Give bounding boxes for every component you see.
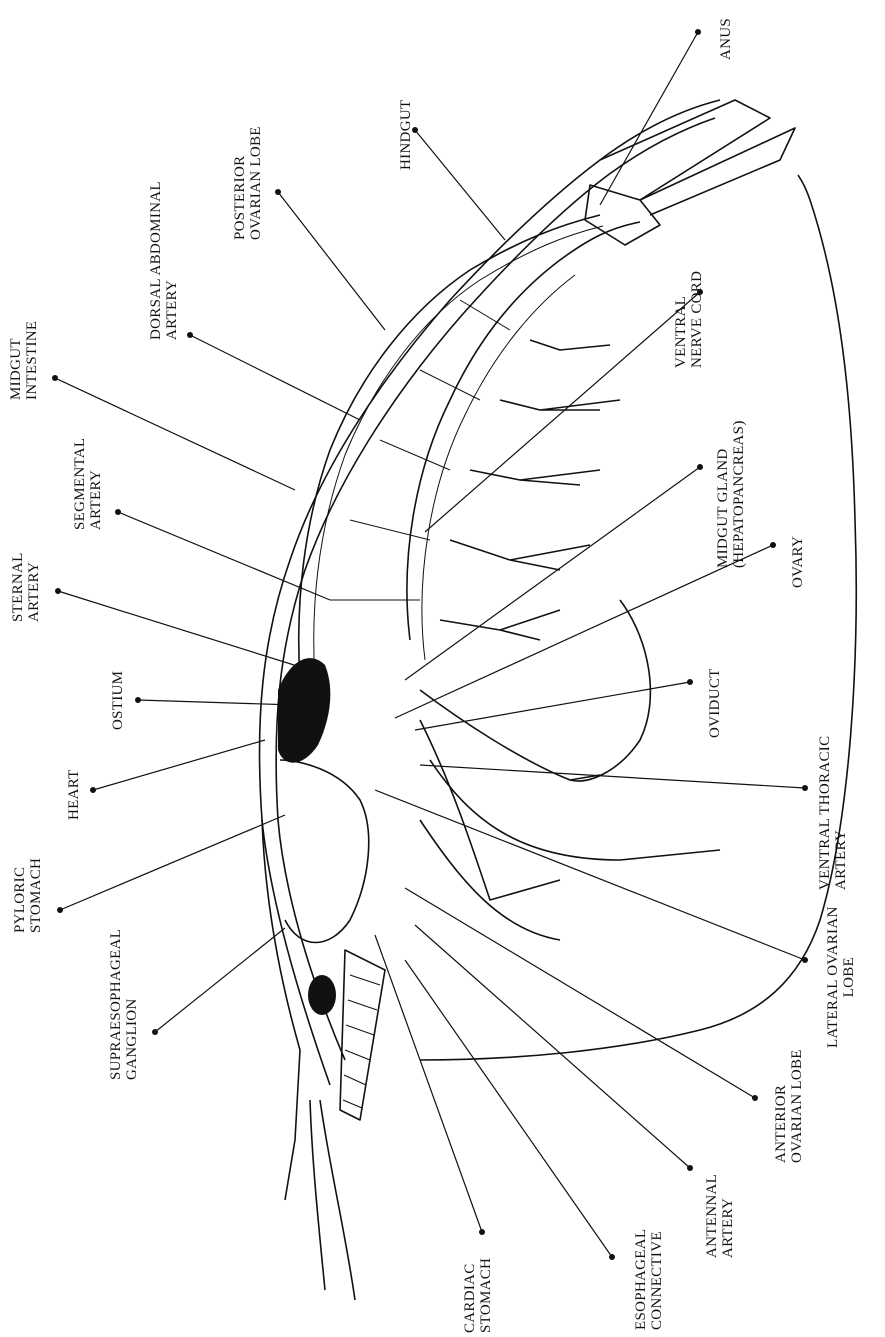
leader-ventral-thoracic-artery	[420, 765, 805, 788]
label-hindgut-line1: HINDGUT	[398, 100, 414, 170]
leader-dot-anus	[695, 29, 701, 35]
label-midgut-gland-line1: MIDGUT GLAND	[715, 420, 731, 568]
leader-dot-dorsal-abdominal-artery	[187, 332, 193, 338]
leader-dot-lateral-ovarian-lobe	[802, 957, 808, 963]
label-posterior-ovarian-lobe-line1: POSTERIOR	[232, 126, 248, 240]
leader-supraesophageal-ganglion	[155, 928, 285, 1032]
leader-ventral-nerve-cord	[425, 292, 700, 532]
leader-ostium	[138, 700, 295, 705]
leader-dot-ostium	[135, 697, 141, 703]
leader-dot-cardiac-stomach	[479, 1229, 485, 1235]
label-dorsal-abdominal-artery-line1: DORSAL ABDOMINAL	[148, 181, 164, 340]
leader-anus	[600, 32, 698, 205]
label-lateral-ovarian-lobe-line1: LATERAL OVARIAN	[825, 906, 841, 1048]
label-midgut-intestine-line1: MIDGUT	[8, 321, 24, 400]
label-midgut-gland-line2: (HEPATOPANCREAS)	[731, 420, 747, 568]
leader-dot-oviduct	[687, 679, 693, 685]
leader-dot-heart	[90, 787, 96, 793]
label-supraesophageal-ganglion: SUPRAESOPHAGEAL GANGLION	[108, 929, 140, 1080]
label-midgut-gland: MIDGUT GLAND (HEPATOPANCREAS)	[715, 420, 747, 568]
leader-dot-supraesophageal-ganglion	[152, 1029, 158, 1035]
label-dorsal-abdominal-artery: DORSAL ABDOMINAL ARTERY	[148, 181, 180, 340]
label-dorsal-abdominal-artery-line2: ARTERY	[164, 181, 180, 340]
label-segmental-artery-line2: ARTERY	[88, 438, 104, 530]
label-anterior-ovarian-lobe: ANTERIOR OVARIAN LOBE	[773, 1049, 805, 1163]
label-cardiac-stomach-line2: STOMACH	[478, 1258, 494, 1333]
label-ostium-line1: OSTIUM	[110, 671, 126, 730]
leader-midgut-gland	[405, 467, 700, 680]
label-lateral-ovarian-lobe-line2: LOBE	[841, 906, 857, 1048]
leader-hindgut	[415, 130, 505, 240]
label-segmental-artery-line1: SEGMENTAL	[72, 438, 88, 530]
leader-dot-antennal-artery	[687, 1165, 693, 1171]
label-sternal-artery-line1: STERNAL	[10, 552, 26, 622]
label-antennal-artery-line2: ARTERY	[720, 1174, 736, 1258]
label-segmental-artery: SEGMENTAL ARTERY	[72, 438, 104, 530]
label-supraesophageal-ganglion-line1: SUPRAESOPHAGEAL	[108, 929, 124, 1080]
label-sternal-artery: STERNAL ARTERY	[10, 552, 42, 622]
label-esophageal-connective: ESOPHAGEAL CONNECTIVE	[633, 1229, 665, 1330]
label-anus: ANUS	[718, 18, 734, 60]
label-cardiac-stomach: CARDIAC STOMACH	[462, 1258, 494, 1333]
leader-cardiac-stomach	[375, 935, 482, 1232]
label-oviduct-line1: OVIDUCT	[707, 668, 723, 738]
label-oviduct: OVIDUCT	[707, 668, 723, 738]
label-midgut-intestine: MIDGUT INTESTINE	[8, 321, 40, 400]
leader-dorsal-abdominal-artery	[190, 335, 360, 420]
label-ventral-nerve-cord-line1: VENTRAL	[673, 271, 689, 368]
leader-esophageal-connective	[405, 960, 612, 1257]
label-lateral-ovarian-lobe: LATERAL OVARIAN LOBE	[825, 906, 857, 1048]
label-ostium: OSTIUM	[110, 671, 126, 730]
leader-antennal-artery	[415, 925, 690, 1168]
label-anus-line1: ANUS	[718, 18, 734, 60]
leader-dot-midgut-intestine	[52, 375, 58, 381]
leader-dot-ovary	[770, 542, 776, 548]
label-anterior-ovarian-lobe-line2: OVARIAN LOBE	[789, 1049, 805, 1163]
leader-dot-sternal-artery	[55, 588, 61, 594]
label-heart: HEART	[66, 769, 82, 820]
leader-dot-segmental-artery	[115, 509, 121, 515]
label-ventral-thoracic-artery-line2: ARTERY	[833, 736, 849, 890]
leader-dot-midgut-gland	[697, 464, 703, 470]
label-anterior-ovarian-lobe-line1: ANTERIOR	[773, 1049, 789, 1163]
leader-pyloric-stomach	[60, 815, 285, 910]
leader-dot-posterior-ovarian-lobe	[275, 189, 281, 195]
label-ventral-thoracic-artery: VENTRAL THORACIC ARTERY	[817, 736, 849, 890]
leader-heart	[93, 740, 265, 790]
label-ventral-nerve-cord: VENTRAL NERVE CORD	[673, 271, 705, 368]
label-ventral-nerve-cord-line2: NERVE CORD	[689, 271, 705, 368]
leader-dot-anterior-ovarian-lobe	[752, 1095, 758, 1101]
leader-dot-esophageal-connective	[609, 1254, 615, 1260]
leader-segmental-artery	[118, 512, 330, 600]
label-ventral-thoracic-artery-line1: VENTRAL THORACIC	[817, 736, 833, 890]
leader-lateral-ovarian-lobe	[375, 790, 805, 960]
label-sternal-artery-line2: ARTERY	[26, 552, 42, 622]
label-supraesophageal-ganglion-line2: GANGLION	[124, 929, 140, 1080]
leader-oviduct	[415, 682, 690, 730]
label-esophageal-connective-line1: ESOPHAGEAL	[633, 1229, 649, 1330]
label-pyloric-stomach-line1: PYLORIC	[12, 858, 28, 933]
leader-dot-ventral-thoracic-artery	[802, 785, 808, 791]
label-hindgut: HINDGUT	[398, 100, 414, 170]
label-ovary-line1: OVARY	[790, 536, 806, 588]
label-midgut-intestine-line2: INTESTINE	[24, 321, 40, 400]
label-heart-line1: HEART	[66, 769, 82, 820]
label-esophageal-connective-line2: CONNECTIVE	[649, 1229, 665, 1330]
label-posterior-ovarian-lobe: POSTERIOR OVARIAN LOBE	[232, 126, 264, 240]
label-pyloric-stomach-line2: STOMACH	[28, 858, 44, 933]
label-pyloric-stomach: PYLORIC STOMACH	[12, 858, 44, 933]
label-ovary: OVARY	[790, 536, 806, 588]
leader-posterior-ovarian-lobe	[278, 192, 385, 330]
label-cardiac-stomach-line1: CARDIAC	[462, 1258, 478, 1333]
label-posterior-ovarian-lobe-line2: OVARIAN LOBE	[248, 126, 264, 240]
leader-sternal-artery	[58, 591, 310, 670]
label-antennal-artery-line1: ANTENNAL	[704, 1174, 720, 1258]
label-antennal-artery: ANTENNAL ARTERY	[704, 1174, 736, 1258]
leader-dot-pyloric-stomach	[57, 907, 63, 913]
